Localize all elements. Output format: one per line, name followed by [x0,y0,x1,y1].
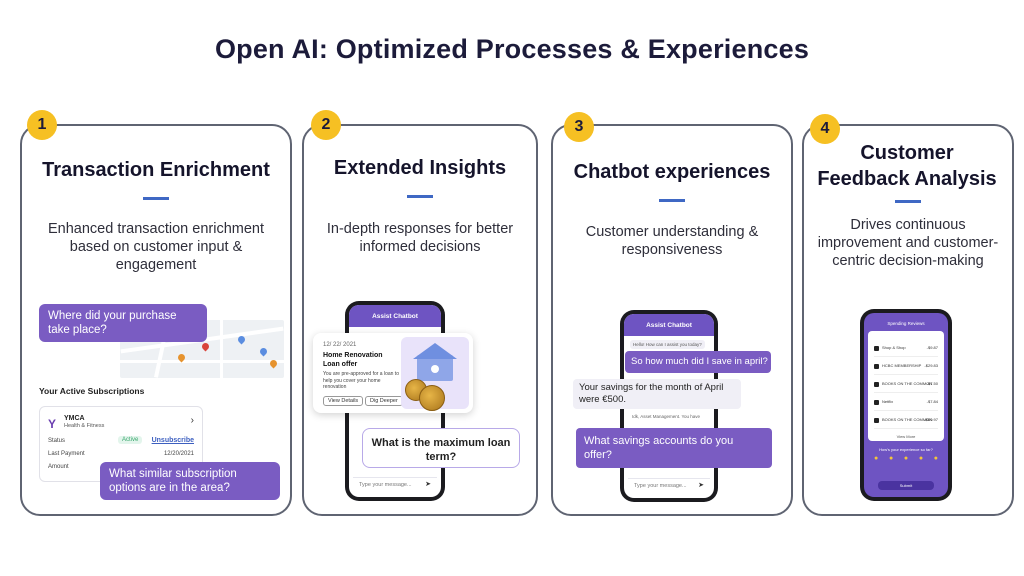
step-badge-4: 4 [810,114,840,144]
offer-title: Home Renovation Loan offer [323,352,383,368]
emoji-very-bad-icon[interactable]: ● [874,455,879,462]
user-message-accounts: What savings accounts do you offer? [576,428,772,468]
offer-text: You are pre-approved for a loan to help … [323,371,399,390]
message-input[interactable]: Type your message... ➤ [353,477,437,491]
title-underline [895,200,921,203]
rating-question: How's your experience so far? [879,447,933,452]
card-title: Customer Feedback Analysis [817,142,997,190]
chatbot-header: Assist Chatbot [349,305,441,327]
step-badge-3: 3 [564,112,594,142]
chevron-right-icon[interactable]: › [190,415,194,426]
step-badge-1: 1 [27,110,57,140]
amount-label: Amount [48,464,69,470]
page-title: Open AI: Optimized Processes & Experienc… [214,34,810,64]
bot-hint-text: Idk, Asset Management. You have [632,414,701,419]
emoji-good-icon[interactable]: ● [918,455,924,462]
step-badge-2: 2 [311,110,341,140]
subscription-category: Health & Fitness [64,423,105,429]
status-label: Status [48,438,66,444]
send-icon[interactable]: ➤ [425,481,431,488]
chat-bubble-question: Where did your purchase take place? [39,304,207,342]
last-payment-label: Last Payment [48,451,85,457]
chat-question-box: What is the maximum loan term? [362,428,520,468]
coin-icon [419,385,445,411]
submit-button[interactable]: Submit [878,481,934,490]
ymca-logo-icon: Y [48,417,57,431]
title-underline [659,199,685,202]
view-details-button[interactable]: View Details [323,396,364,406]
transaction-row[interactable]: HCBC MEMBERSHIP-$29.83 [874,361,938,375]
subscription-name: YMCA [64,415,85,422]
transaction-row[interactable]: Shop & Shop-$9.87 [874,343,938,357]
map-pin-icon [200,341,211,352]
phone-mockup: Spending Reviews Shop & Shop-$9.87 HCBC … [860,309,952,501]
card-title: Extended Insights [333,157,507,179]
emoji-great-icon[interactable]: ● [933,455,938,462]
card-title: Transaction Enrichment [42,159,270,181]
transaction-row[interactable]: BOOKS ON THE COMMON-$60.97 [874,415,938,429]
spending-reviews-header: Spending Reviews [887,321,925,326]
card-transaction-enrichment: Transaction Enrichment Enhanced transact… [20,124,292,516]
card-description: Enhanced transaction enrichment based on… [47,221,265,273]
transaction-row[interactable]: BOOKS ON THE COMMON-$7.50 [874,379,938,393]
bot-message-savings: Your savings for the month of April were… [573,379,741,409]
view-more-link[interactable]: View More [896,434,916,439]
card-description: Customer understanding & responsiveness [585,224,759,258]
dig-deeper-button[interactable]: Dig Deeper [365,396,403,406]
title-underline [143,197,169,200]
card-customer-feedback: Customer Feedback Analysis Drives contin… [802,124,1014,516]
unsubscribe-link[interactable]: Unsubscribe [151,437,194,444]
transaction-row[interactable]: Netflix-$7.84 [874,397,938,411]
offer-date: 12/ 22/ 2021 [323,342,357,348]
emoji-neutral-icon[interactable]: ● [903,455,909,462]
emoji-rating: ● ● ● ● ● [874,455,938,462]
send-icon[interactable]: ➤ [698,482,704,489]
chatbot-header: Assist Chatbot [624,314,714,336]
card-title: Chatbot experiences [573,161,771,183]
map-pin-icon [236,334,247,345]
chat-bubble-followup: What similar subscription options are in… [100,462,280,500]
loan-offer-card: 12/ 22/ 2021 Home Renovation Loan offer … [313,333,473,413]
transactions-list: Shop & Shop-$9.87 HCBC MEMBERSHIP-$29.83… [868,331,944,441]
last-payment-value: 12/20/2021 [163,451,194,457]
subscriptions-heading: Your Active Subscriptions [39,386,145,396]
bot-greeting: Hello! How can I assist you today? [630,340,705,349]
card-description: Drives continuous improvement and custom… [817,217,999,269]
user-message-savings: So how much did I save in april? [625,351,771,373]
status-badge: Active [118,436,143,444]
map-pin-icon [258,346,269,357]
emoji-bad-icon[interactable]: ● [888,455,894,462]
title-underline [407,195,433,198]
card-description: In-depth responses for better informed d… [326,221,514,255]
message-input[interactable]: Type your message... ➤ [628,478,710,492]
